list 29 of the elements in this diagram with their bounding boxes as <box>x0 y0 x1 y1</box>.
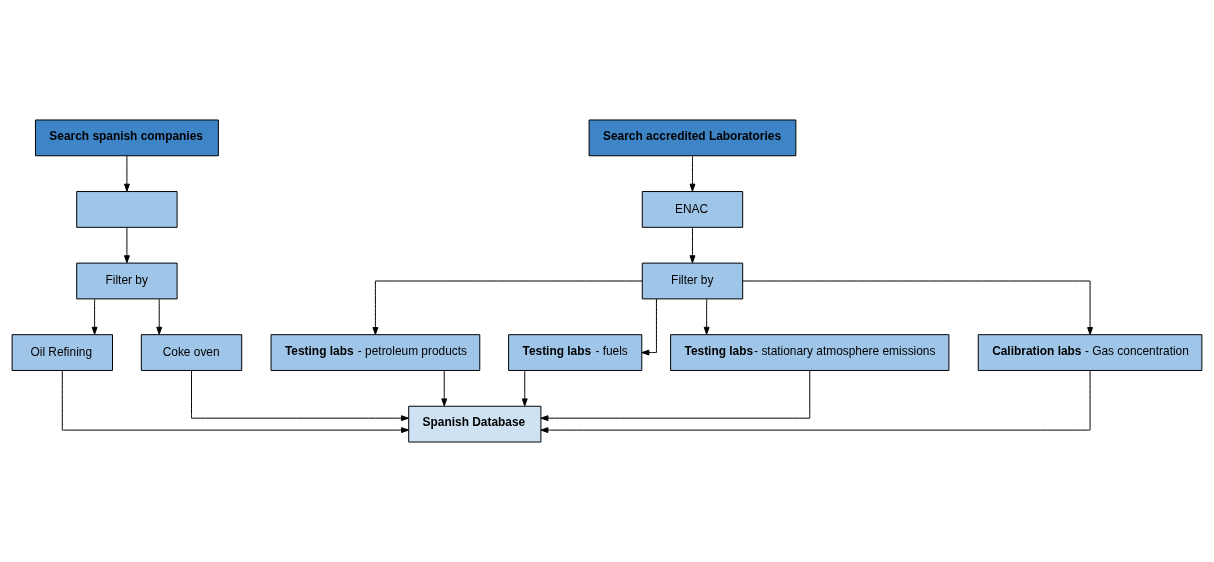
arrow <box>91 298 98 335</box>
node-box: Calibration labs - Gas concentration <box>977 334 1203 371</box>
node-box: Filter by <box>76 262 178 300</box>
arrow <box>372 280 643 335</box>
node-box: Spanish Database <box>408 405 542 443</box>
arrow <box>742 280 1093 335</box>
arrow <box>540 370 811 422</box>
node-box: Testing labs - petroleum products <box>270 334 481 371</box>
node-box: Oil Refining <box>11 334 113 371</box>
node-box: Coke oven <box>140 334 243 371</box>
arrow <box>540 370 1091 434</box>
arrow <box>156 298 163 335</box>
arrow <box>689 227 696 264</box>
node-box <box>76 191 178 228</box>
node-box: Testing labs- stationary atmosphere emissions <box>670 334 950 371</box>
arrow <box>123 227 130 264</box>
arrow <box>641 298 657 356</box>
arrow <box>441 370 448 407</box>
node-box: Search accredited Laboratories <box>588 119 797 157</box>
node-box: ENAC <box>641 191 744 228</box>
node-box: Testing labs - fuels <box>508 334 643 371</box>
arrow <box>521 370 528 407</box>
arrow <box>703 298 710 335</box>
node-box: Search spanish companies <box>34 119 219 157</box>
arrow <box>61 370 409 434</box>
arrow <box>689 155 696 192</box>
arrow <box>123 155 130 192</box>
arrow <box>191 370 409 422</box>
node-box: Filter by <box>641 262 744 300</box>
